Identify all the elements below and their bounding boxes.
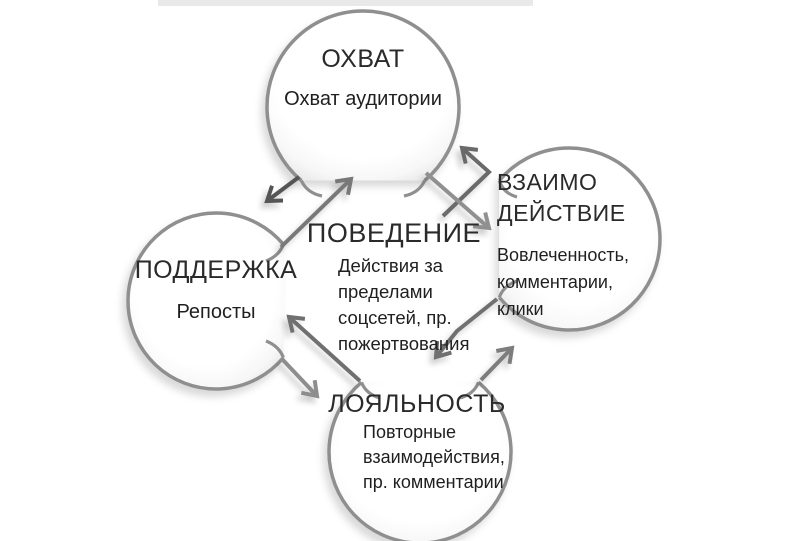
arrow-support-to-loyalty xyxy=(280,357,320,399)
behavior-subtitle-line1: Действия за xyxy=(338,255,443,276)
interaction-subtitle-line1: Вовлеченность, xyxy=(497,245,629,265)
interaction-circle xyxy=(497,146,662,332)
interaction-subtitle-line3: клики xyxy=(497,299,544,319)
arrow-reach-to-support xyxy=(264,175,301,204)
arrow-reach-to-interaction xyxy=(424,171,492,231)
interaction-title-line2: ДЕЙСТВИЕ xyxy=(497,200,626,226)
support-title: ПОДДЕРЖКА xyxy=(134,256,298,284)
loyalty-subtitle-line2: взаимодействия, xyxy=(363,447,505,467)
top-strip xyxy=(158,0,533,6)
support-circle xyxy=(126,211,285,391)
reach-circle xyxy=(265,9,461,182)
loyalty-subtitle-line1: Повторные xyxy=(363,422,457,442)
interaction-subtitle-line2: комментарии, xyxy=(497,272,613,292)
behavior-subtitle-line4: пожертвования xyxy=(338,333,470,354)
support-subtitle: Репосты xyxy=(176,301,256,323)
loyalty-title: ЛОЯЛЬНОСТЬ xyxy=(328,390,506,418)
interaction-node: ВЗАИМО ДЕЙСТВИЕ Вовлеченность, комментар… xyxy=(497,167,657,323)
behavior-subtitle: Действия за пределами соцсетей, пр. поже… xyxy=(338,253,478,357)
arrow-loyalty-to-support xyxy=(286,314,362,383)
reach-node: ОХВАТ Охват аудитории xyxy=(233,45,493,111)
reach-subtitle: Охват аудитории xyxy=(284,88,442,110)
reach-title: ОХВАТ xyxy=(321,45,405,73)
behavior-title: ПОВЕДЕНИЕ xyxy=(306,218,482,248)
notch-curls xyxy=(265,179,518,400)
loyalty-subtitle-line3: пр. комментарии xyxy=(363,472,504,492)
behavior-subtitle-line2: пределами xyxy=(338,281,433,302)
support-node: ПОДДЕРЖКА Репосты xyxy=(110,256,322,324)
arrow-support-to-reach xyxy=(279,176,354,249)
arrow-interaction-to-loyalty xyxy=(433,297,499,360)
behavior-subtitle-line3: соцсетей, пр. xyxy=(338,307,452,328)
loyalty-circle xyxy=(327,380,513,541)
arrow-loyalty-to-interaction xyxy=(479,345,515,382)
loyalty-subtitle: Повторные взаимодействия, пр. комментари… xyxy=(363,420,533,495)
interaction-title-line1: ВЗАИМО xyxy=(497,169,598,195)
